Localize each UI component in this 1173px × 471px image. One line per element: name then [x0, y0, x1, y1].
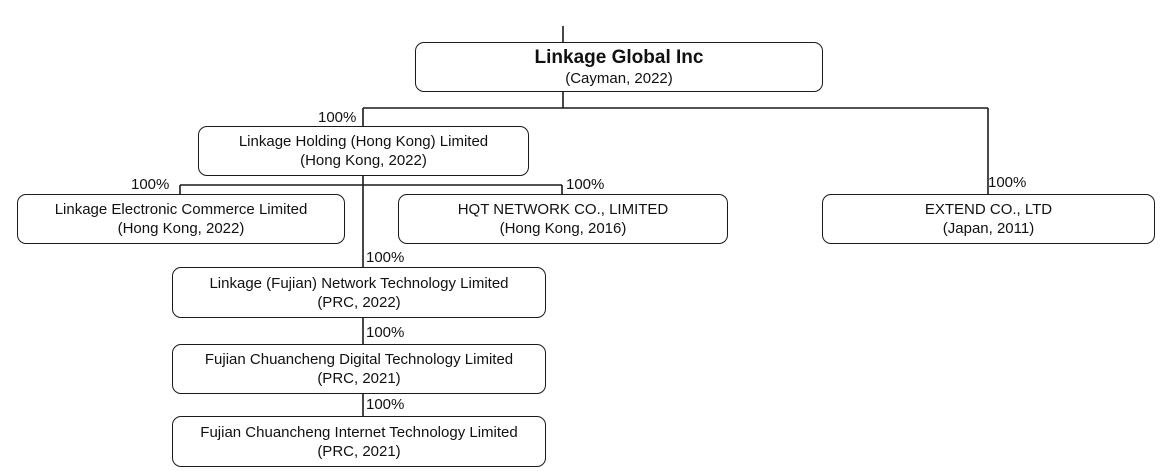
ownership-label-ecommerce: 100% [131, 176, 170, 193]
node-jurisdiction: (Hong Kong, 2022) [117, 220, 245, 237]
node-jurisdiction: (PRC, 2021) [317, 370, 401, 387]
node-name: Linkage Electronic Commerce Limited [54, 201, 308, 218]
node-linkage-global: Linkage Global Inc (Cayman, 2022) [415, 42, 823, 92]
node-extend: EXTEND CO., LTD (Japan, 2011) [822, 194, 1155, 244]
ownership-label-chuancheng-digital: 100% [366, 324, 405, 341]
node-name: Linkage (Fujian) Network Technology Limi… [209, 274, 509, 292]
node-name: Linkage Global Inc [534, 47, 704, 68]
node-name: EXTEND CO., LTD [924, 201, 1053, 218]
node-jurisdiction: (PRC, 2021) [317, 442, 401, 460]
node-hqt-network: HQT NETWORK CO., LIMITED (Hong Kong, 201… [398, 194, 728, 244]
ownership-label-extend: 100% [988, 174, 1027, 191]
node-name: HQT NETWORK CO., LIMITED [457, 201, 669, 218]
ownership-label-hqt: 100% [566, 176, 605, 193]
ownership-label-fujian-network: 100% [366, 249, 405, 266]
node-jurisdiction: (Hong Kong, 2016) [499, 220, 627, 237]
node-jurisdiction: (Hong Kong, 2022) [300, 152, 427, 169]
node-fujian-network: Linkage (Fujian) Network Technology Limi… [172, 267, 546, 318]
node-name: Fujian Chuancheng Digital Technology Lim… [204, 351, 514, 368]
node-chuancheng-internet: Fujian Chuancheng Internet Technology Li… [172, 416, 546, 467]
node-jurisdiction: (PRC, 2022) [317, 293, 401, 311]
node-jurisdiction: (Cayman, 2022) [565, 70, 673, 87]
node-hk-holding: Linkage Holding (Hong Kong) Limited (Hon… [198, 126, 529, 176]
ownership-label-hk-holding: 100% [318, 109, 357, 126]
ownership-label-chuancheng-internet: 100% [366, 396, 405, 413]
node-chuancheng-digital: Fujian Chuancheng Digital Technology Lim… [172, 344, 546, 394]
node-jurisdiction: (Japan, 2011) [942, 220, 1035, 237]
node-name: Fujian Chuancheng Internet Technology Li… [200, 423, 518, 441]
node-name: Linkage Holding (Hong Kong) Limited [238, 133, 489, 150]
node-ecommerce: Linkage Electronic Commerce Limited (Hon… [17, 194, 345, 244]
